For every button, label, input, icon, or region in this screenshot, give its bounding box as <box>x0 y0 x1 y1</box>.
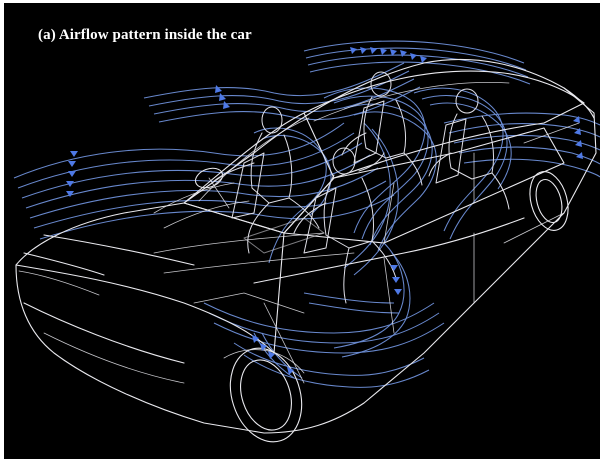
car-airflow-diagram <box>4 3 600 459</box>
airflow-figure: (a) Airflow pattern inside the car <box>4 3 600 459</box>
car-wireframe <box>16 59 596 451</box>
flow-arrow <box>410 53 417 60</box>
flow-arrow <box>420 56 427 63</box>
flow-arrow <box>576 152 583 159</box>
flow-arrow <box>68 171 76 177</box>
flow-arrow <box>70 151 78 157</box>
flow-arrow <box>68 161 76 167</box>
flow-arrow <box>400 50 407 57</box>
airflow-streamlines <box>14 41 600 387</box>
flow-arrow <box>215 85 222 93</box>
flow-arrow <box>380 48 387 55</box>
flow-arrow <box>392 277 400 283</box>
flow-arrow <box>360 47 367 54</box>
flow-arrow <box>350 47 357 54</box>
flow-arrow <box>390 265 398 271</box>
flow-arrow <box>219 93 226 101</box>
flow-arrow <box>223 101 230 109</box>
figure-title: (a) Airflow pattern inside the car <box>38 27 252 44</box>
flow-arrow <box>394 289 402 295</box>
